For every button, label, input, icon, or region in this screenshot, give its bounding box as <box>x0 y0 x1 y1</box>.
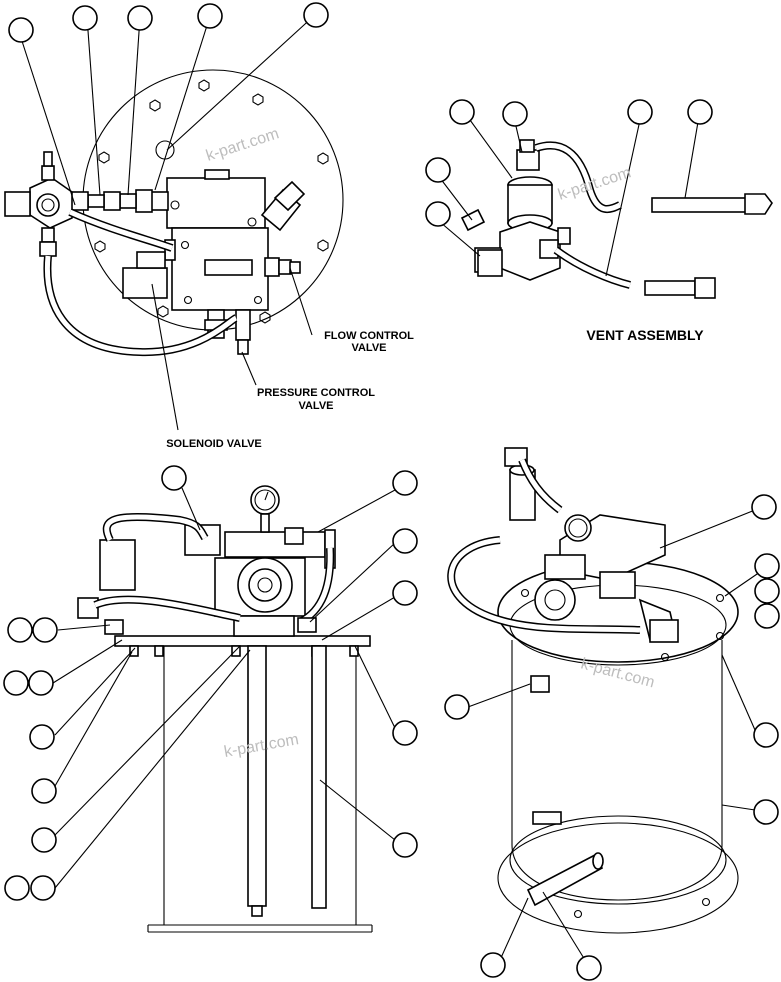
gauge-tee <box>4 151 73 257</box>
callout-balloon <box>754 603 780 629</box>
callout-balloon <box>7 617 33 643</box>
callout-balloon <box>425 157 451 183</box>
callout-balloon <box>29 724 55 750</box>
callout-balloon <box>30 875 56 901</box>
callout-balloon <box>392 528 418 554</box>
solenoid-valve-label: SOLENOID VALVE <box>166 438 262 450</box>
pressure-control-label-2: VALVE <box>298 400 333 412</box>
callout-balloon <box>72 5 98 31</box>
pressure-control-label: PRESSURE CONTROL <box>257 387 375 399</box>
callout-balloon <box>392 580 418 606</box>
bolt-holes <box>94 79 329 324</box>
vent-assembly-view: VENT ASSEMBLY k-part.com <box>425 99 773 343</box>
callout-balloon <box>753 799 779 825</box>
callout-balloon <box>127 5 153 31</box>
callout-balloon <box>3 670 29 696</box>
callout-balloon <box>28 670 54 696</box>
flow-control-label: FLOW CONTROL <box>324 330 414 342</box>
callout-balloon <box>444 694 470 720</box>
callout-balloon <box>392 832 418 858</box>
valve-manifold-view: FLOW CONTROL VALVE PRESSURE CONTROL VALV… <box>4 2 414 450</box>
callout-balloon <box>4 875 30 901</box>
callout-balloon <box>480 952 506 978</box>
callout-balloon <box>754 553 780 579</box>
callout-balloon <box>392 470 418 496</box>
callout-balloon <box>449 99 475 125</box>
inlet-fittings <box>69 189 169 213</box>
vent-assembly-label: VENT ASSEMBLY <box>586 327 704 343</box>
callout-balloon <box>161 465 187 491</box>
relief-valve-block <box>166 177 266 229</box>
callout-balloon <box>8 17 34 43</box>
flow-control-fitting <box>264 257 301 277</box>
watermark: k-part.com <box>204 125 281 165</box>
callout-balloon <box>31 827 57 853</box>
callout-balloon <box>303 2 329 28</box>
callout-balloon <box>32 617 58 643</box>
callout-balloon <box>31 778 57 804</box>
callout-balloon <box>576 955 602 981</box>
callout-balloon <box>687 99 713 125</box>
flow-control-label-2: VALVE <box>351 342 386 354</box>
callout-balloon <box>392 720 418 746</box>
reservoir-side-view: k-part.com <box>3 465 418 933</box>
top-plate <box>114 635 371 647</box>
callout-balloon <box>502 101 528 127</box>
callout-balloon <box>753 722 779 748</box>
solenoid <box>122 267 168 299</box>
callout-balloon <box>197 3 223 29</box>
callout-balloon <box>627 99 653 125</box>
reservoir-isometric-view: k-part.com <box>444 447 780 981</box>
callout-balloon <box>751 494 777 520</box>
callout-balloon <box>425 201 451 227</box>
callout-balloon <box>754 578 780 604</box>
